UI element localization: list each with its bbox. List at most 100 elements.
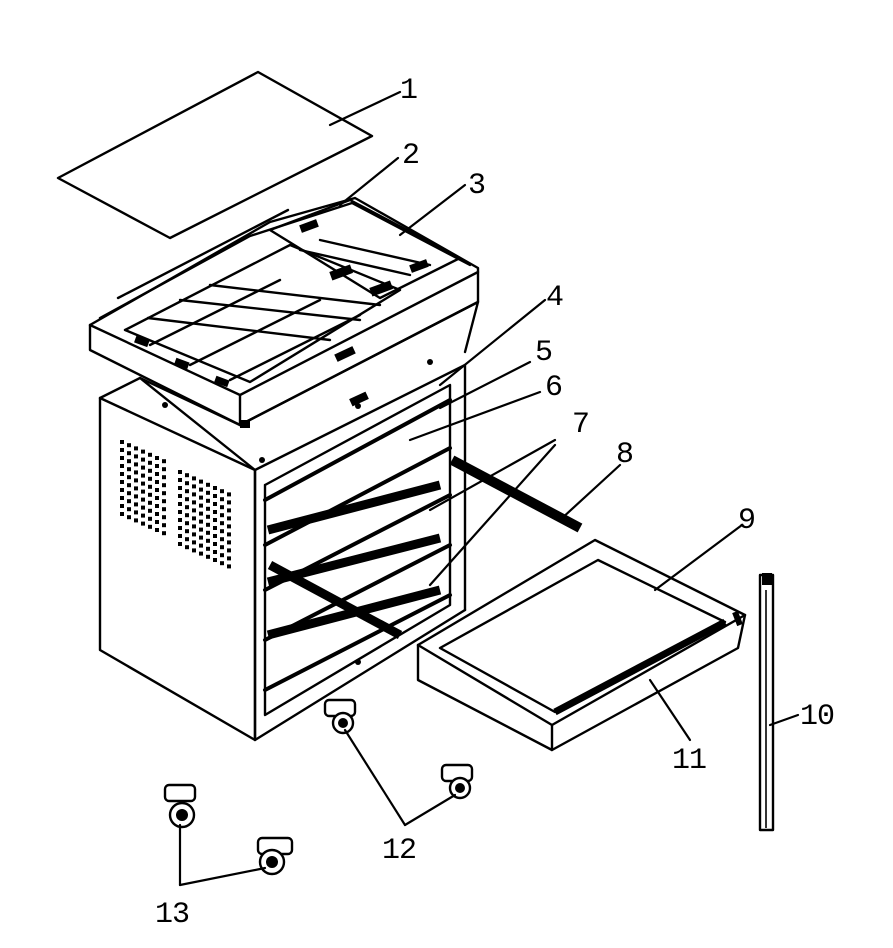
vent-hole: [127, 491, 131, 496]
vent-hole: [220, 489, 224, 494]
vent-hole: [206, 490, 210, 495]
vent-hole: [220, 505, 224, 510]
vent-hole: [120, 440, 124, 444]
vent-hole: [185, 505, 189, 510]
vent-hole: [185, 473, 189, 478]
vent-hole: [227, 492, 231, 497]
vent-hole: [120, 448, 124, 452]
vent-hole: [148, 460, 152, 465]
vent-hole: [120, 472, 124, 476]
vent-hole: [178, 542, 182, 546]
part-10-locking-bar: [758, 573, 775, 832]
vent-hole: [141, 513, 145, 518]
vent-hole: [199, 543, 203, 548]
vent-hole: [162, 459, 166, 464]
vent-hole: [141, 497, 145, 502]
vent-hole: [220, 553, 224, 558]
vent-hole: [148, 508, 152, 513]
vent-hole: [213, 486, 217, 490]
vent-hole: [192, 548, 196, 553]
callout-4: 4: [546, 281, 563, 315]
vent-hole: [162, 483, 166, 488]
vent-hole: [213, 518, 217, 522]
vent-hole: [213, 502, 217, 506]
vent-hole: [148, 452, 152, 457]
callout-labels: 1 2 3 4 5 6 7 8 9 10 11 12 13: [155, 74, 835, 932]
callout-2: 2: [402, 139, 419, 173]
vent-hole: [155, 480, 159, 484]
vent-hole: [206, 522, 210, 527]
vent-hole: [178, 534, 182, 538]
vent-hole: [141, 481, 145, 486]
vent-hole: [227, 548, 231, 553]
vent-hole: [162, 475, 166, 480]
vent-hole: [192, 524, 196, 529]
vent-hole: [185, 489, 189, 494]
vent-hole: [199, 535, 203, 540]
vent-hole: [134, 518, 138, 523]
vent-hole: [134, 462, 138, 467]
vent-hole: [199, 479, 203, 484]
callout-5: 5: [535, 336, 552, 370]
vent-hole: [162, 491, 166, 496]
vent-hole: [192, 516, 196, 521]
vent-hole: [178, 470, 182, 474]
vent-hole: [213, 542, 217, 546]
callout-13: 13: [155, 898, 189, 932]
vent-hole: [227, 524, 231, 529]
callout-7: 7: [572, 408, 589, 442]
caster-12b: [440, 763, 474, 800]
callout-12: 12: [382, 834, 416, 868]
vent-hole: [148, 492, 152, 497]
vent-hole: [162, 531, 166, 536]
vent-hole: [127, 507, 131, 512]
vent-hole: [155, 528, 159, 532]
vent-hole: [185, 529, 189, 534]
vent-hole: [141, 449, 145, 454]
vent-hole: [199, 487, 203, 492]
vent-hole: [141, 457, 145, 462]
vent-hole: [148, 468, 152, 473]
part-2-top-tray: [88, 196, 480, 428]
vent-hole: [227, 556, 231, 561]
leader-lines: [178, 90, 800, 887]
vent-hole: [120, 464, 124, 468]
vent-hole: [148, 516, 152, 521]
vent-hole: [213, 534, 217, 538]
vent-hole: [127, 451, 131, 456]
vent-hole: [199, 527, 203, 532]
vent-hole: [162, 515, 166, 520]
vent-hole: [199, 511, 203, 516]
vent-hole: [192, 476, 196, 481]
vent-hole: [213, 558, 217, 562]
vent-hole: [220, 537, 224, 542]
vent-hole: [227, 540, 231, 545]
vent-hole: [213, 526, 217, 530]
vent-hole: [206, 482, 210, 487]
vent-hole: [199, 551, 203, 556]
vent-hole: [127, 467, 131, 472]
vent-hole: [134, 494, 138, 499]
vent-hole: [227, 500, 231, 505]
vent-hole: [192, 500, 196, 505]
vent-hole: [213, 510, 217, 514]
vent-hole: [199, 503, 203, 508]
vent-hole: [206, 514, 210, 519]
vent-hole: [227, 564, 231, 569]
vent-hole: [206, 498, 210, 503]
cabinet-body: [98, 300, 480, 742]
vent-hole: [178, 502, 182, 506]
vent-hole: [206, 538, 210, 543]
vent-hole: [134, 454, 138, 459]
vent-hole: [127, 499, 131, 504]
vent-hole: [134, 470, 138, 475]
vent-hole: [162, 467, 166, 472]
vent-hole: [220, 545, 224, 550]
vent-hole: [178, 518, 182, 522]
vent-hole: [220, 561, 224, 566]
vent-hole: [192, 484, 196, 489]
part-1-top-panel: [56, 70, 374, 240]
callout-11: 11: [672, 744, 706, 778]
vent-hole: [192, 492, 196, 497]
